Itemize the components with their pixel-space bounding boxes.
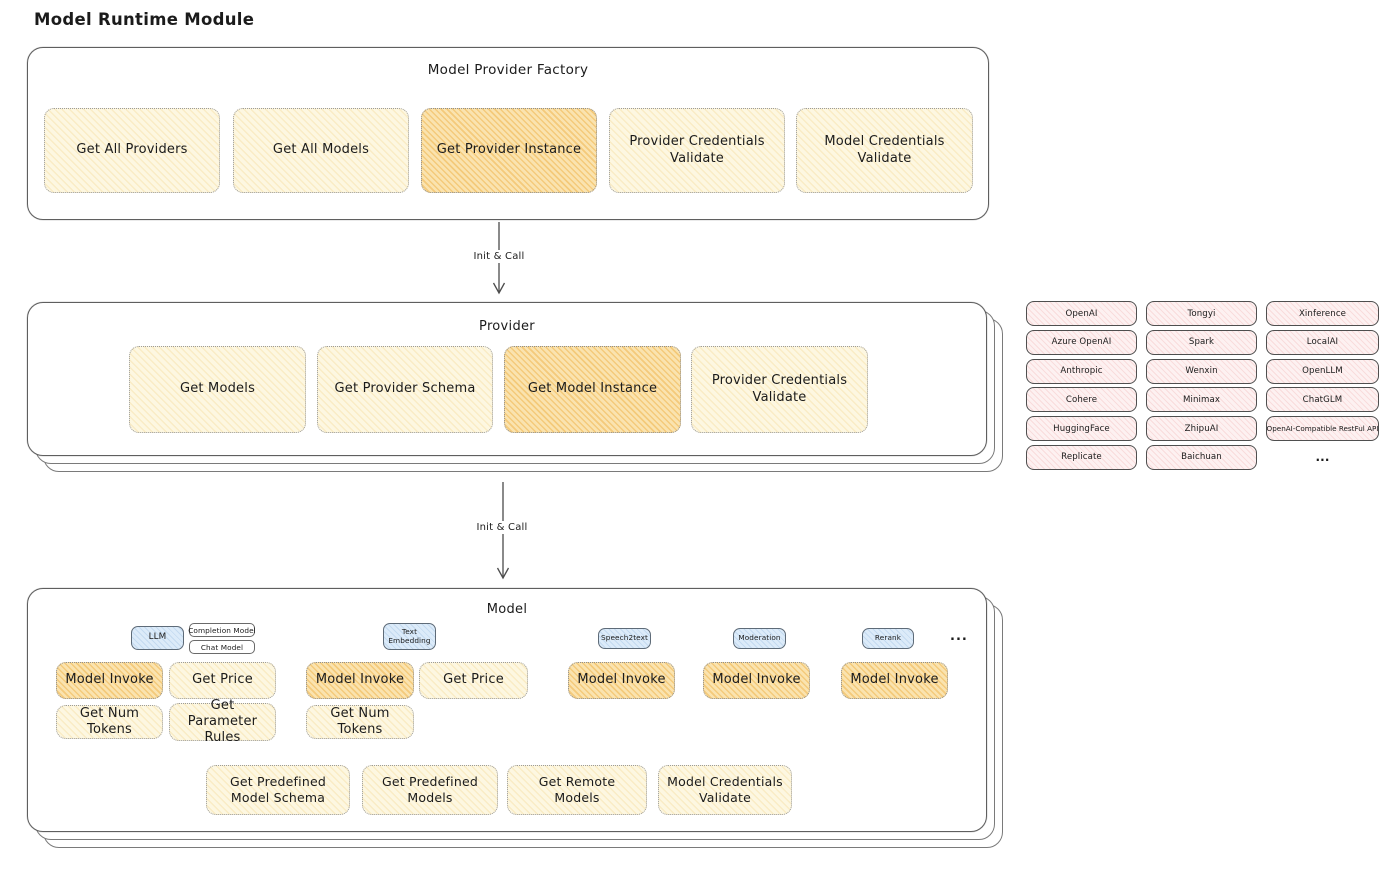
llm-get-num-tokens-button[interactable]: Get Num Tokens xyxy=(56,705,163,739)
embedding-get-num-tokens-button[interactable]: Get Num Tokens xyxy=(306,705,414,739)
get-models-button[interactable]: Get Models xyxy=(129,346,306,433)
provider-chip-openai-compatible[interactable]: OpenAI-Compatible RestFul API xyxy=(1266,416,1379,442)
provider-title: Provider xyxy=(479,319,535,334)
rerank-model-invoke-button[interactable]: Model Invoke xyxy=(841,662,948,699)
provider-chip-zhipuai[interactable]: ZhipuAI xyxy=(1146,416,1257,442)
get-model-instance-button[interactable]: Get Model Instance xyxy=(504,346,681,433)
get-remote-models-button[interactable]: Get Remote Models xyxy=(507,765,647,815)
provider-chip-xinference[interactable]: Xinference xyxy=(1266,301,1379,326)
provider-chip-azure-openai[interactable]: Azure OpenAI xyxy=(1026,329,1137,355)
get-predefined-model-schema-button[interactable]: Get Predefined Model Schema xyxy=(206,765,350,815)
model-credentials-validate-button[interactable]: Model Credentials Validate xyxy=(796,108,973,193)
moderation-type-badge[interactable]: Moderation xyxy=(733,628,786,649)
provider-chip-chatglm[interactable]: ChatGLM xyxy=(1266,387,1379,413)
provider-chip-replicate[interactable]: Replicate xyxy=(1026,444,1137,470)
llm-model-invoke-button[interactable]: Model Invoke xyxy=(56,662,163,699)
moderation-model-invoke-button[interactable]: Model Invoke xyxy=(703,662,810,699)
llm-type-badge[interactable]: LLM xyxy=(131,626,184,650)
model-box: Model LLM Completion Model Chat Model Te… xyxy=(27,588,987,832)
provider-chip-huggingface[interactable]: HuggingFace xyxy=(1026,416,1137,442)
provider-chip-tongyi[interactable]: Tongyi xyxy=(1146,301,1257,326)
provider-credentials-validate-button-2[interactable]: Provider Credentials Validate xyxy=(691,346,868,433)
provider-credentials-validate-button[interactable]: Provider Credentials Validate xyxy=(609,108,785,193)
completion-model-badge[interactable]: Completion Model xyxy=(188,623,256,637)
factory-box: Model Provider Factory Get All Providers… xyxy=(27,47,989,220)
provider-chip-anthropic[interactable]: Anthropic xyxy=(1026,358,1137,384)
provider-chip-spark[interactable]: Spark xyxy=(1146,329,1257,355)
factory-title: Model Provider Factory xyxy=(427,62,589,78)
provider-chip-cohere[interactable]: Cohere xyxy=(1026,387,1137,413)
get-provider-instance-button[interactable]: Get Provider Instance xyxy=(421,108,597,193)
arrow1-label: Init & Call xyxy=(469,250,529,263)
model-credentials-validate-button-2[interactable]: Model Credentials Validate xyxy=(658,765,792,815)
provider-chip-localai[interactable]: LocalAI xyxy=(1266,329,1379,355)
provider-chip-openllm[interactable]: OpenLLM xyxy=(1266,358,1379,384)
provider-chip-wenxin[interactable]: Wenxin xyxy=(1146,358,1257,384)
get-all-models-button[interactable]: Get All Models xyxy=(233,108,409,193)
provider-chip-minimax[interactable]: Minimax xyxy=(1146,387,1257,413)
page-title: Model Runtime Module xyxy=(34,10,255,29)
text-embedding-type-badge[interactable]: Text Embedding xyxy=(383,623,436,650)
llm-get-parameter-rules-button[interactable]: Get Parameter Rules xyxy=(169,698,276,745)
chat-model-badge[interactable]: Chat Model xyxy=(189,640,255,654)
provider-chip-baichuan[interactable]: Baichuan xyxy=(1146,444,1257,470)
speech2text-model-invoke-button[interactable]: Model Invoke xyxy=(568,662,675,699)
provider-list: OpenAI Tongyi Xinference Azure OpenAI Sp… xyxy=(1026,301,1379,470)
get-all-providers-button[interactable]: Get All Providers xyxy=(44,108,220,193)
arrow2-label: Init & Call xyxy=(472,521,532,534)
embedding-get-price-button[interactable]: Get Price xyxy=(419,662,528,699)
model-title: Model xyxy=(486,602,528,617)
speech2text-type-badge[interactable]: Speech2text xyxy=(598,628,651,649)
embedding-model-invoke-button[interactable]: Model Invoke xyxy=(306,662,414,699)
get-predefined-models-button[interactable]: Get Predefined Models xyxy=(362,765,498,815)
llm-get-price-button[interactable]: Get Price xyxy=(169,662,276,699)
rerank-type-badge[interactable]: Rerank xyxy=(862,628,914,649)
provider-box: Provider Get Models Get Provider Schema … xyxy=(27,302,987,456)
provider-chip-openai[interactable]: OpenAI xyxy=(1026,301,1137,326)
model-types-ellipsis: ... xyxy=(950,629,968,644)
get-provider-schema-button[interactable]: Get Provider Schema xyxy=(317,346,493,433)
provider-list-ellipsis: ... xyxy=(1315,450,1330,465)
